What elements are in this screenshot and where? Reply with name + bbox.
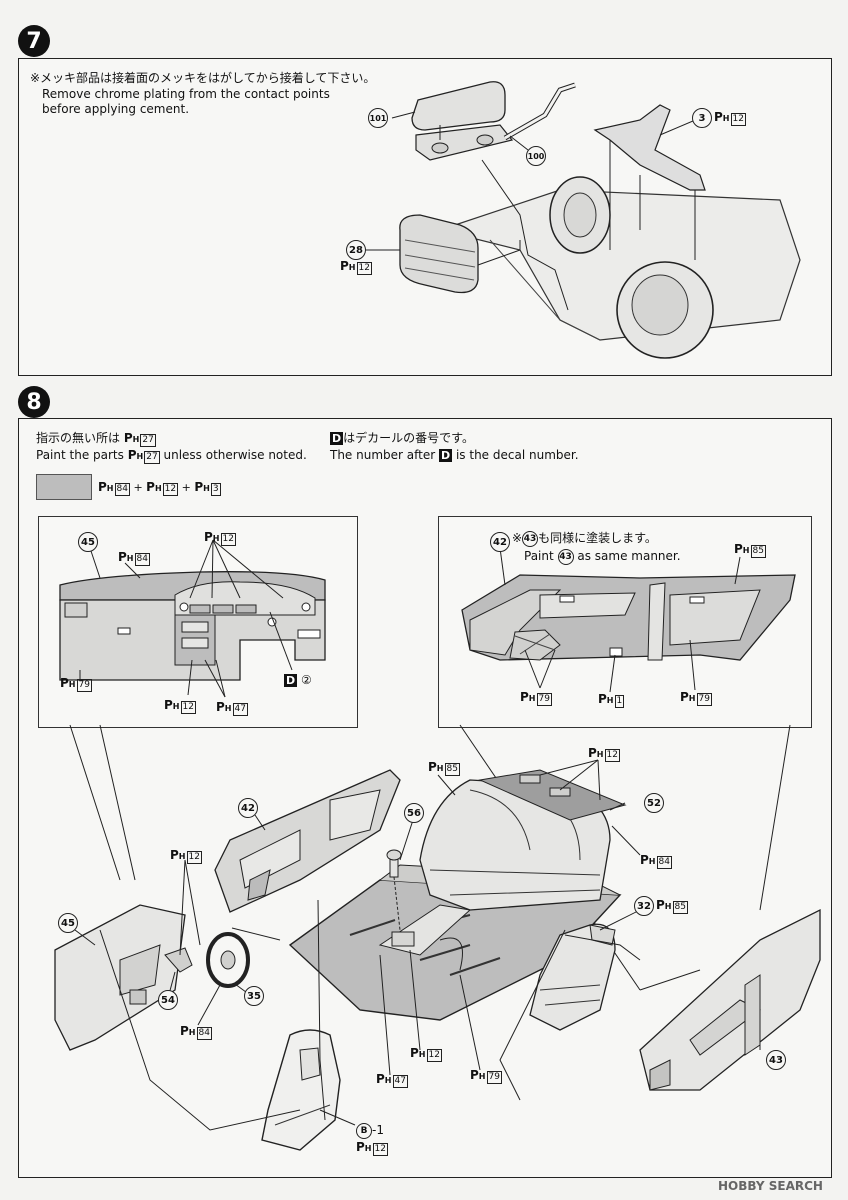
dash-part-45-assembly: 45 [58, 913, 78, 933]
watermark: HOBBY SEARCH [718, 1179, 823, 1193]
shifter-part-56: 56 [404, 803, 424, 823]
step-7-badge: 7 [18, 25, 50, 57]
door-note-en: Paint 43 as same manner. [524, 548, 681, 565]
step-7-note-en-1: Remove chrome plating from the contact p… [42, 87, 330, 101]
part-100-callout: 100 [526, 146, 546, 166]
dash-decal-label: D ② [284, 673, 312, 687]
part-28-callout: 28 [346, 240, 366, 260]
step-8-badge: 8 [18, 386, 50, 418]
mix-color-swatch [36, 474, 92, 500]
right-door-part-43: 43 [766, 1050, 786, 1070]
bucket-seat-label: B-1 [356, 1122, 384, 1139]
left-door-part-42: 42 [238, 798, 258, 818]
step-7-note-en-2: before applying cement. [42, 102, 190, 116]
door-part-42: 42 [490, 532, 510, 552]
step-7-note-jp: ※メッキ部品は接着面のメッキをはがしてから接着して下さい。 [30, 71, 376, 85]
part-101-callout: 101 [368, 108, 388, 128]
column-part-54: 54 [158, 990, 178, 1010]
dash-part-45: 45 [78, 532, 98, 552]
shelf-part-52: 52 [644, 793, 664, 813]
wheel-part-35: 35 [244, 986, 264, 1006]
seat-part-32: 32 [634, 896, 654, 916]
decal-note-en: The number after D is the decal number. [330, 448, 579, 462]
part-3-callout: 3 [692, 108, 712, 128]
